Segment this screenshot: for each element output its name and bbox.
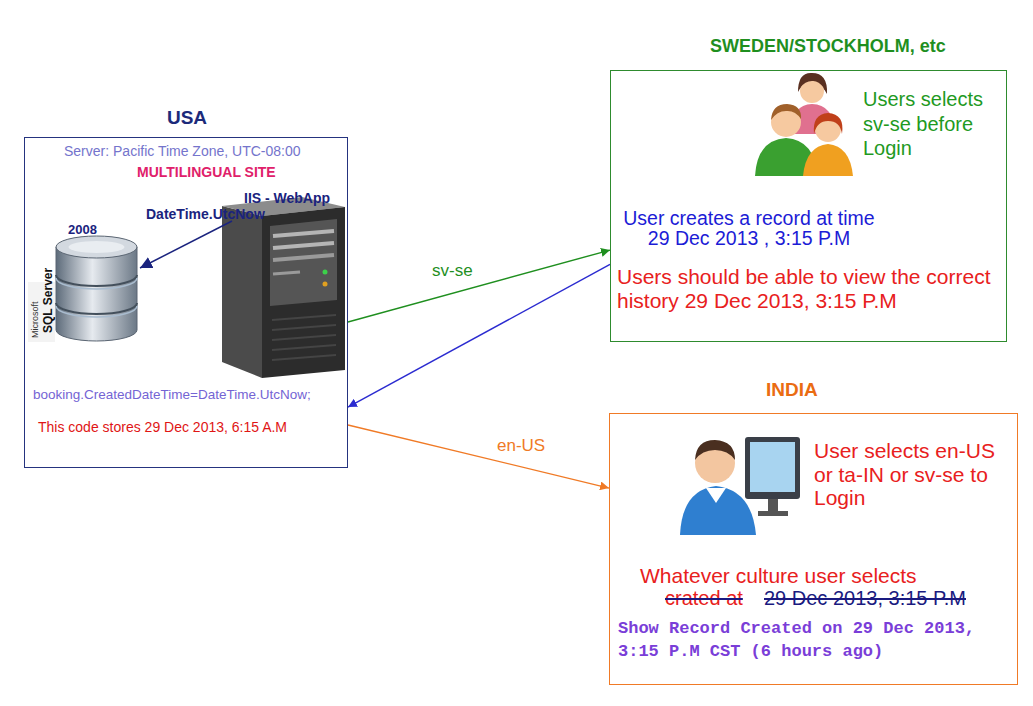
server-tower-part (273, 272, 300, 274)
user-computer-icon-part (750, 442, 795, 492)
server-label: IIS - WebApp (244, 190, 354, 207)
server-note: Server: Pacific Time Zone, UTC-08:00 (64, 143, 354, 160)
server-tower-part (272, 335, 336, 340)
leader-arrow (140, 221, 232, 268)
users-group-icon (755, 73, 853, 176)
region-heading: INDIA (766, 379, 886, 402)
server-tower-part (273, 231, 334, 236)
server-tower-part (272, 355, 336, 360)
user-computer-icon (680, 437, 800, 535)
edge-label: en-US (497, 436, 545, 456)
user-computer-icon-part (758, 511, 788, 516)
note-text: User creates a record at time 29 Dec 201… (618, 208, 880, 248)
sql-server-logo-part (69, 241, 125, 253)
region-box: INDIAUser selects en-US or ta-IN or sv-s… (609, 413, 1018, 685)
edge-label: sv-se (432, 261, 473, 281)
note-text: User selects en-US or ta-IN or sv-se to … (814, 439, 1009, 510)
server-tower-part (222, 206, 262, 378)
server-tower-part (273, 243, 334, 248)
sql-server-logo-part (56, 306, 137, 317)
version-label: 2008 (68, 222, 97, 238)
server-tower (222, 197, 345, 378)
sql-server-logo (28, 236, 137, 342)
note-text: This code stores 29 Dec 2013, 6:15 A.M (38, 419, 338, 436)
note-text: Users selects sv-se before Login (863, 87, 1003, 161)
code-line: booking.CreatedDateTime=DateTime.UtcNow; (33, 387, 348, 403)
flow-arrow (348, 425, 609, 488)
region-box: USAServer: Pacific Time Zone, UTC-08:00M… (24, 137, 348, 468)
note-text: Whatever culture user selects (640, 563, 970, 588)
server-tower-part (272, 325, 336, 330)
flow-arrow (348, 250, 610, 322)
user-computer-icon-part (706, 488, 726, 503)
flow-arrow (348, 264, 610, 407)
server-tower-part (323, 282, 328, 287)
users-group-icon-part (771, 104, 801, 120)
region-heading: USA (137, 107, 237, 130)
note-text: Users should be able to view the correct… (617, 265, 1005, 313)
server-tower-part (273, 255, 334, 260)
struck-text: 29 Dec 2013, 3:15 P.M (764, 586, 999, 610)
user-computer-icon-part (768, 499, 778, 512)
sql-server-logo-part (56, 275, 137, 286)
user-computer-icon-part (680, 486, 756, 535)
leader-arrow-part (140, 221, 232, 268)
user-computer-icon-part (695, 440, 735, 460)
region-heading: SWEDEN/STOCKHOLM, etc (710, 36, 1005, 58)
server-tower-part (323, 270, 328, 275)
site-title: MULTILINGUAL SITE (137, 164, 337, 181)
logo-text: Microsoft (30, 301, 41, 338)
users-group-icon-part (814, 113, 843, 134)
struck-text: crated at (665, 586, 760, 610)
sql-server-logo-part (56, 236, 137, 258)
sql-server-logo-part (56, 303, 137, 314)
result-text: Show Record Created on 29 Dec 2013, 3:15… (618, 617, 1017, 663)
server-tower-part (262, 207, 345, 378)
users-group-icon-part (800, 76, 824, 88)
server-tower-part (272, 315, 336, 320)
sql-server-logo-part (56, 278, 137, 289)
region-box: SWEDEN/STOCKHOLM, etcUsers selects sv-se… (610, 70, 1007, 342)
server-tower-part (272, 345, 336, 350)
logo-text: SQL Server (41, 268, 55, 333)
user-computer-icon-part (745, 437, 800, 499)
sql-server-logo-part (56, 247, 137, 341)
users-group-icon-part (803, 144, 853, 176)
server-tower-part (270, 219, 337, 306)
code-label: DateTime.UtcNow (146, 206, 296, 223)
